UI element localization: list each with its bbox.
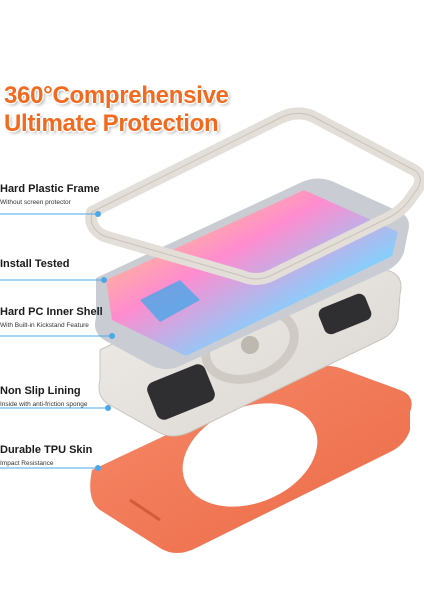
feature-subtitle: Impact Resistance	[0, 460, 54, 467]
feature-install-tested: Install Tested	[0, 258, 150, 271]
feature-subtitle: With Built-in Kickstand Feature	[0, 322, 89, 329]
feature-title: Hard Plastic Frame	[0, 183, 100, 195]
headline-line-2: Ultimate Protection	[4, 110, 219, 137]
feature-title: Durable TPU Skin	[0, 444, 93, 456]
feature-title: Non Slip Lining	[0, 385, 81, 397]
connector-lines	[0, 211, 115, 471]
plastic-frame	[85, 107, 424, 285]
tpu-skin	[90, 365, 412, 553]
feature-hard-plastic-frame: Hard Plastic Frame Without screen protec…	[0, 183, 150, 207]
feature-durable-tpu-skin: Durable TPU Skin Impact Resistance	[0, 444, 150, 468]
feature-hard-pc-inner-shell: Hard PC Inner Shell With Built-in Kickst…	[0, 306, 150, 330]
feature-non-slip-lining: Non Slip Lining Inside with anti-frictio…	[0, 385, 150, 409]
headline-line-1: 360°Comprehensive	[4, 82, 229, 109]
feature-title: Hard PC Inner Shell	[0, 306, 103, 318]
headline: 360°Comprehensive Ultimate Protection	[4, 82, 229, 138]
feature-subtitle: Inside with anti-friction sponge	[0, 401, 88, 408]
feature-title: Install Tested	[0, 258, 70, 270]
feature-subtitle: Without screen protector	[0, 199, 71, 206]
